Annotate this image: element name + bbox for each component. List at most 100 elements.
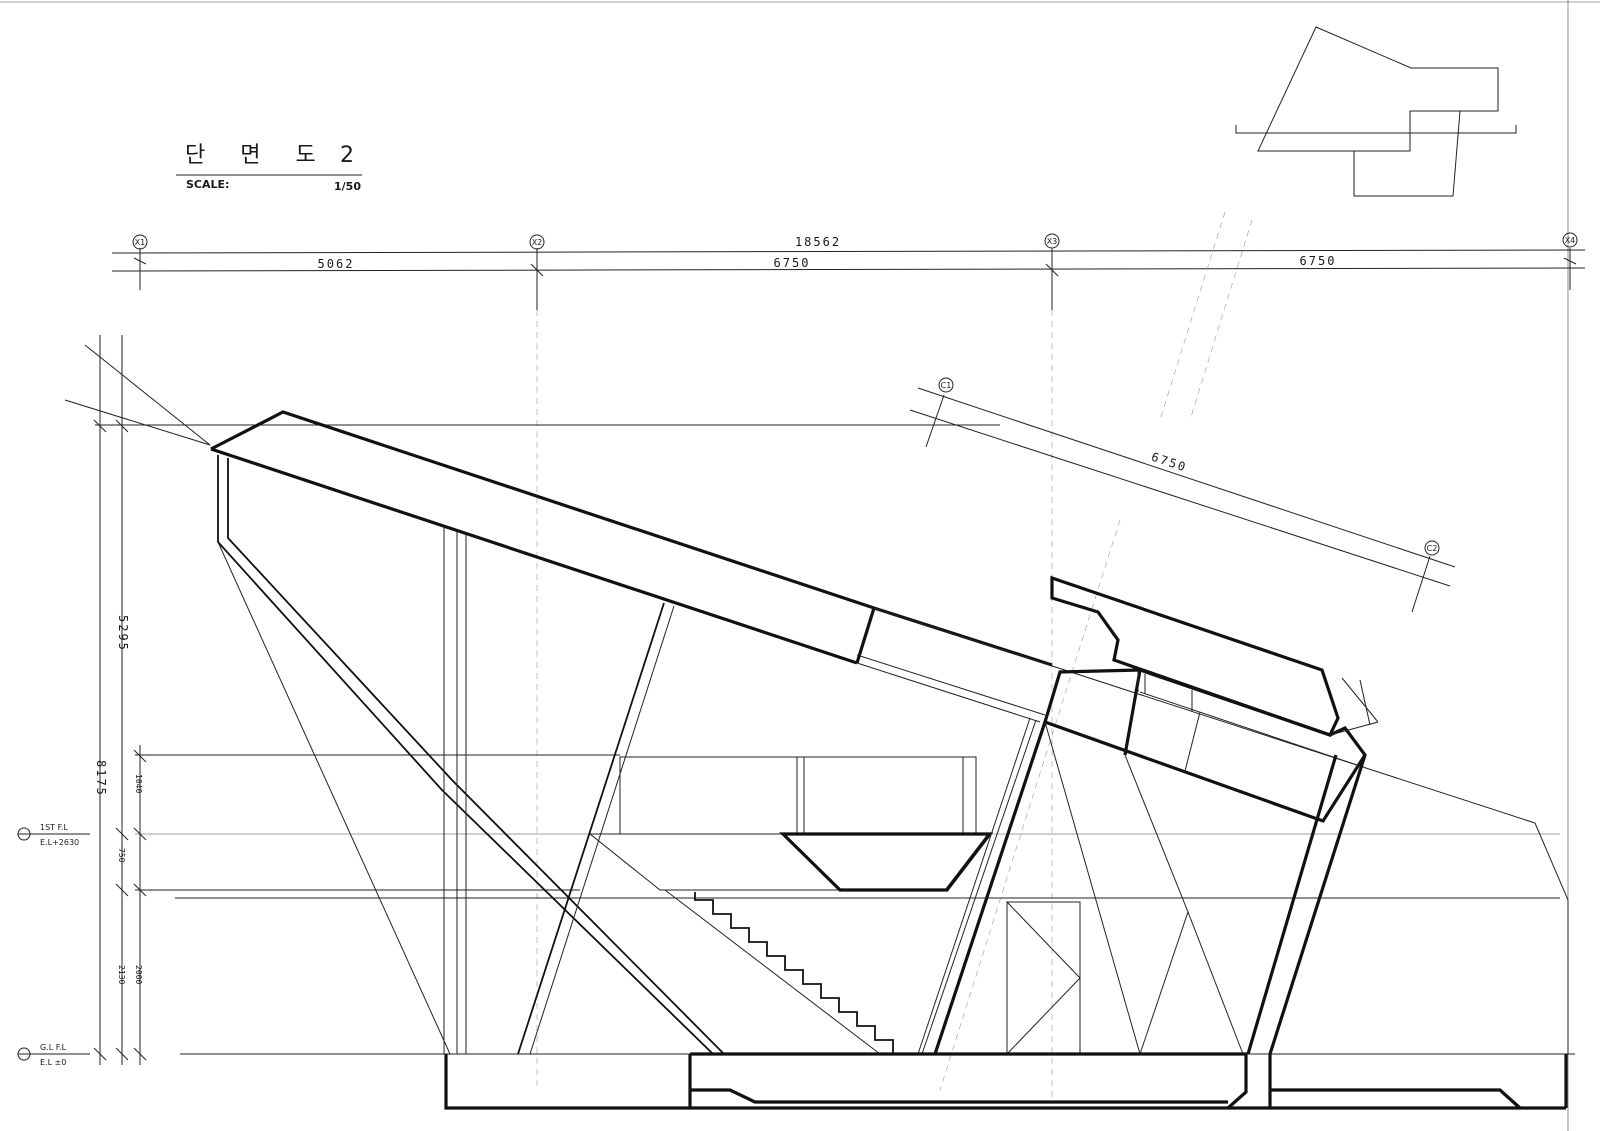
dim-tick: [133, 827, 147, 841]
dim-tick: [115, 1047, 129, 1061]
upper-box-lower: [1043, 668, 1367, 823]
grid-label-x1: X1: [135, 238, 146, 247]
right-wall: [1534, 822, 1569, 1054]
construction-line: [939, 519, 1121, 1091]
dim-tick: [530, 263, 544, 277]
upper-box-corner: [1359, 679, 1371, 726]
level-markers: 1ST F.L E.L+2630 G.L F.L E.L ±0: [17, 823, 90, 1067]
key-plan: [1235, 26, 1517, 197]
roof-bottom-edge: [210, 447, 858, 665]
staircase-steps: [694, 892, 915, 1055]
section-bubble-c1: [938, 377, 954, 393]
left-diagonal-brace: [217, 541, 451, 1055]
interior-bracing: [1044, 721, 1244, 1056]
roof-top-edge: [210, 410, 1053, 667]
roof-extension-line: [84, 344, 211, 446]
grid-bubble-x4: [1562, 232, 1578, 248]
mezzanine-rail: [619, 756, 977, 835]
dim-span-3: 6750: [1300, 254, 1337, 268]
foundation-footing-right: [1270, 1088, 1522, 1110]
dim-vertical-2000: 2000: [134, 965, 143, 984]
level-1st-elevation: E.L+2630: [40, 838, 79, 847]
diagonal-strut: [529, 605, 675, 1055]
dim-span-1: 5062: [318, 257, 355, 271]
dim-vertical-2130: 2130: [117, 965, 126, 984]
key-plan-section-line: [1235, 125, 1517, 134]
foundation-footing: [690, 1088, 1228, 1104]
dim-tick: [1045, 263, 1059, 277]
upper-box-band: [1139, 691, 1361, 767]
door-swing: [1006, 901, 1081, 1055]
roof-extension-line: [64, 399, 211, 446]
section-dim-extension: [925, 394, 945, 448]
door-frame: [1006, 901, 1081, 1055]
dim-tick: [133, 749, 147, 763]
grid-label-x3: X3: [1047, 237, 1058, 246]
dim-vertical-750: 750: [117, 848, 126, 863]
upper-box: [1050, 575, 1340, 737]
upper-box-corner: [1341, 677, 1379, 723]
right-column: [1268, 754, 1367, 1055]
grid-label-x4: X4: [1565, 236, 1576, 245]
section-bubble-c2: [1424, 540, 1440, 556]
dim-tick: [115, 419, 129, 433]
grid-label-x2: X2: [532, 238, 543, 247]
roof-joint: [855, 607, 876, 664]
overall-dim-line: [111, 249, 1586, 254]
key-plan-outline-b: [1353, 110, 1461, 197]
section-label-c1: C1: [941, 381, 952, 390]
central-column-inner: [921, 719, 1037, 1055]
construction-line: [1159, 211, 1226, 421]
key-plan-outline-a: [1257, 26, 1499, 152]
staircase-stringer: [664, 889, 881, 1055]
section-dim-line-lower: [909, 409, 1451, 587]
interior-bracing: [1124, 754, 1189, 913]
drawing-title: 단 면 도: [185, 143, 330, 168]
building-section: [210, 410, 1569, 1056]
section-dim-line-upper: [917, 387, 1456, 568]
section-dimension: C1 C2 6750: [909, 377, 1456, 613]
dim-vertical-1040: 1040: [134, 774, 143, 793]
grid-bubble-x1: [132, 234, 148, 250]
level-gl-elevation: E.L ±0: [40, 1058, 66, 1067]
drawing-number: 2: [340, 143, 368, 168]
dim-tick: [133, 257, 147, 265]
level-1st-name: 1ST F.L: [40, 823, 68, 832]
construction-lines: [536, 211, 1253, 1100]
dim-span-2: 6750: [774, 256, 811, 270]
roof-secondary-edge: [873, 607, 1536, 824]
upper-box-divider: [1184, 711, 1201, 772]
dim-tick: [93, 1047, 107, 1061]
grid-dimensions: X1 X2 X3 X4 18562 5062 6750 6750: [111, 232, 1586, 310]
section-label-c2: C2: [1427, 544, 1438, 553]
grid-bubble-x3: [1044, 233, 1060, 249]
dim-tick: [115, 827, 129, 841]
dim-section-span: 6750: [1150, 450, 1189, 475]
foundation-top: [690, 1052, 1248, 1110]
dim-tick: [133, 883, 147, 897]
central-column: [933, 721, 1047, 1055]
foundation: [444, 1052, 1568, 1110]
roof-secondary-edge-lower: [856, 662, 1041, 723]
central-column-inner: [917, 717, 1031, 1055]
dim-overall: 18562: [795, 235, 841, 249]
scale-value: 1/50: [334, 180, 361, 193]
title-block: 단 면 도 2 SCALE: 1/50: [176, 143, 368, 193]
mezzanine-slab: [589, 833, 990, 891]
dim-tick: [115, 883, 129, 897]
roof-secondary-edge-lower: [856, 654, 1046, 716]
section-dim-extension: [1411, 555, 1431, 613]
level-gl-name: G.L F.L: [40, 1043, 67, 1052]
left-wall-inner: [217, 455, 714, 1055]
dim-vertical-upper: 5295: [116, 615, 130, 652]
mezzanine-beam: [779, 832, 994, 892]
vertical-dimensions: 8175 5295 1040 750 2130 2000: [64, 335, 1560, 1065]
grid-bubble-x2: [529, 234, 545, 250]
span-dim-line: [111, 267, 1586, 272]
dim-tick: [1563, 257, 1577, 265]
dim-vertical-total: 8175: [94, 760, 108, 797]
construction-line: [1189, 219, 1253, 421]
left-wall-outer: [227, 458, 725, 1055]
right-column: [1246, 754, 1338, 1055]
